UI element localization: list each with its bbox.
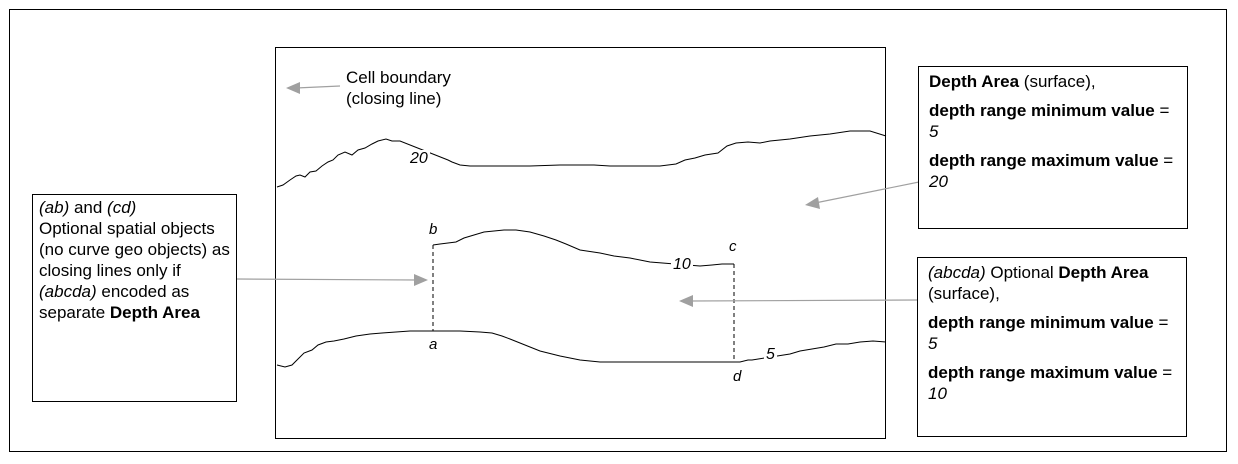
arrow-depth-area-abcda [689,299,918,302]
depth-area-term: Depth Area [109,303,200,322]
encoded-text: encoded as separate [39,282,190,322]
point-label-c: c [729,238,737,255]
contour-label-10: 10 [671,256,693,274]
depth-area-attributes-box: Depth Area (surface), depth range minimu… [918,66,1188,229]
outer-frame [9,9,1227,452]
abcda-depth-area-title: Depth Area [1058,263,1149,282]
arrow-depth-area-abcda-head [679,295,693,307]
contour-line-20 [276,130,887,188]
cell-boundary-label-line2: (closing line) [346,89,442,108]
abcda-title: (abcda) [928,263,986,282]
abcda-label: (abcda) [39,282,97,301]
contour-label-20: 20 [408,150,430,168]
point-label-d: d [733,368,742,385]
abcda-depth-max-value: 10 [928,384,947,403]
cell-boundary-label-line1: Cell boundary [346,68,451,87]
ab-label: (ab) [39,198,70,217]
abcda-depth-min-label: depth range minimum value [928,313,1154,332]
point-label-a: a [429,336,438,353]
surface-text: (surface), [1019,72,1096,91]
arrow-depth-area-top-head [805,197,820,209]
arrow-cell-boundary-head [286,82,300,94]
depth-max-eq: = [1158,151,1174,170]
depth-min-value: 5 [929,122,939,141]
closing-lines-description: Optional spatial objects (no curve geo o… [39,219,230,280]
abcda-depth-area-box: (abcda) Optional Depth Area (surface), d… [917,257,1187,437]
cell-boundary-label: Cell boundary (closing line) [346,67,451,109]
abcda-depth-min-eq: = [1153,313,1169,332]
arrow-cell-boundary [295,85,341,89]
contour-label-5: 5 [764,346,777,364]
contour-line-5 [276,330,887,368]
contour-line-10 [432,229,734,267]
and-text: and [69,198,108,217]
optional-text: Optional [985,263,1059,282]
abcda-depth-max-label: depth range maximum value [928,363,1158,382]
depth-max-label: depth range maximum value [929,151,1159,170]
abcda-surface-text: (surface), [928,284,1000,303]
cd-label: (cd) [107,198,137,217]
cell-boundary-rectangle [275,47,886,439]
abcda-depth-max-eq: = [1157,363,1173,382]
closing-lines-note-box: (ab) and (cd) Optional spatial objects (n… [32,194,237,402]
abcda-depth-min-value: 5 [928,334,938,353]
depth-max-value: 20 [929,172,948,191]
depth-min-eq: = [1154,101,1170,120]
depth-min-label: depth range minimum value [929,101,1155,120]
point-label-b: b [429,221,438,238]
arrow-closing-lines-head [414,274,428,286]
arrow-depth-area-top [814,180,925,204]
depth-area-title: Depth Area [929,72,1020,91]
arrow-closing-lines [236,278,419,281]
